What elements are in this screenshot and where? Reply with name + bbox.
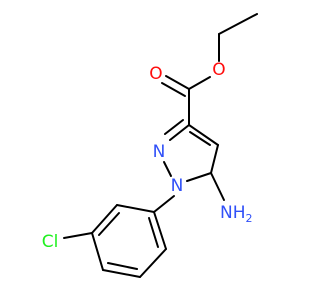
- amino-symbol: NH: [220, 203, 246, 223]
- bond-c4-c3-double-inner: [189, 131, 211, 146]
- chlorine-label: Cl: [42, 232, 59, 252]
- bond-phenyl-6: [153, 211, 167, 250]
- amino-group-label: NH2: [220, 203, 253, 225]
- atom-labels: O O N N NH2 Cl: [42, 60, 253, 252]
- ester-oxygen-label: O: [212, 60, 225, 80]
- bond-carbonyl-double-inner: [161, 82, 186, 97]
- carbonyl-oxygen-label: O: [149, 64, 162, 84]
- bond-carbonyl-double-outer: [165, 75, 190, 90]
- bond-phenyl-4: [102, 269, 141, 278]
- bond-c5-c4: [210, 144, 219, 174]
- ring-nitrogen-n2-label: N: [153, 142, 166, 162]
- bond-phenyl-1: [116, 204, 155, 213]
- bond-phenyl-3: [91, 232, 104, 271]
- bond-c3-n2-double-inner: [164, 119, 184, 135]
- bond-n2-n1: [163, 161, 172, 177]
- bond-n1-c5: [186, 172, 212, 182]
- bond-c-cl: [63, 232, 93, 239]
- bond-phenyl-6-inner: [148, 217, 159, 248]
- ring-nitrogen-n1-label: N: [171, 176, 184, 196]
- bond-phenyl-4-inner: [107, 262, 138, 270]
- bond-c5-nh2: [210, 172, 225, 201]
- bond-c4-c3-double-outer: [188, 124, 219, 146]
- bond-phenyl-2-inner: [98, 212, 120, 236]
- molecule-structure: O O N N NH2 Cl: [42, 13, 258, 278]
- bond-phenyl-2: [91, 204, 118, 234]
- amino-subscript: 2: [246, 212, 253, 225]
- bonds: [63, 13, 258, 278]
- bond-c3-n2-double-outer: [169, 124, 190, 141]
- bond-ester-o-carbonyl: [188, 76, 211, 90]
- bond-phenyl-5: [139, 248, 167, 278]
- bond-ethyl-ch3: [218, 13, 258, 35]
- bond-n1-phenyl: [153, 195, 175, 213]
